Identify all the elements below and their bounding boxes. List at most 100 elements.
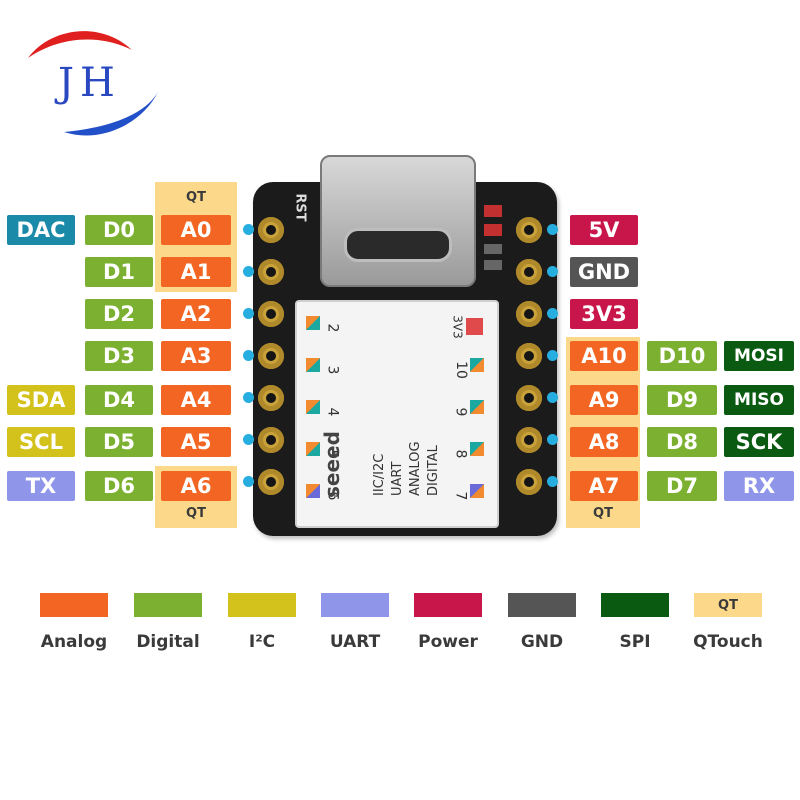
pin-connector-dot (243, 308, 254, 319)
legend-swatch-digital (134, 593, 202, 617)
chip-color-marker-icon (470, 484, 484, 498)
chip-pin-number: 4 (324, 407, 341, 417)
pin-connector-dot (547, 434, 558, 445)
pin-connector-dot (243, 392, 254, 403)
pin-label-gnd: GND (570, 257, 638, 287)
qt-label-left-top: QT (186, 190, 206, 205)
chip-legend-digital: DIGITAL (426, 445, 441, 496)
pin-label-3v3: 3V3 (570, 299, 638, 329)
pin-connector-dot (547, 476, 558, 487)
pin-pad (258, 385, 284, 411)
legend-label-spi: SPI (619, 632, 651, 652)
legend-swatch-qtouch: QT (694, 593, 762, 617)
chip-legend-uart: UART (390, 461, 405, 496)
power-indicator-icon (466, 318, 483, 335)
pin-label-analog: A6 (161, 471, 231, 501)
pin-label-analog: A3 (161, 341, 231, 371)
legend-label-qtouch: QTouch (693, 632, 763, 652)
pin-pad (516, 385, 542, 411)
pin-label-digital: D3 (85, 341, 153, 371)
pin-pad (258, 217, 284, 243)
pin-label-analog: A7 (570, 471, 638, 501)
chip-pin-number: 9 (452, 407, 469, 417)
legend-swatch-uart (321, 593, 389, 617)
pin-label-digital: D6 (85, 471, 153, 501)
pin-pad (516, 217, 542, 243)
pin-label-sck: SCK (724, 427, 794, 457)
rst-label: RST (292, 193, 308, 222)
chip-pin-number: 10 (452, 361, 469, 379)
pin-pad (516, 427, 542, 453)
pin-pad (516, 259, 542, 285)
pin-label-5v: 5V (570, 215, 638, 245)
pin-pad (516, 469, 542, 495)
pin-connector-dot (243, 224, 254, 235)
pin-connector-dot (547, 308, 558, 319)
chip-color-marker-icon (306, 400, 320, 414)
chip-pin-number: 3 (324, 365, 341, 375)
resistor-component-icon (484, 244, 502, 254)
chip-pin-number: 3V3 (450, 315, 465, 339)
legend-label-i2c: I²C (248, 632, 276, 652)
legend-label-gnd: GND (520, 632, 564, 652)
brand-logo: JH (20, 20, 160, 140)
usb-c-connector (320, 155, 476, 287)
chip-color-marker-icon (470, 358, 484, 372)
pin-label-mosi: MOSI (724, 341, 794, 371)
pin-connector-dot (547, 392, 558, 403)
pin-pad (258, 259, 284, 285)
pin-label-tx: TX (7, 471, 75, 501)
pin-label-digital: D10 (647, 341, 717, 371)
pin-connector-dot (547, 224, 558, 235)
pin-pad (516, 343, 542, 369)
pin-pad (258, 343, 284, 369)
pin-connector-dot (243, 350, 254, 361)
pin-label-analog: A0 (161, 215, 231, 245)
legend-label-analog: Analog (40, 632, 108, 652)
legend-label-digital: Digital (136, 632, 200, 652)
pin-label-digital: D8 (647, 427, 717, 457)
pin-connector-dot (243, 266, 254, 277)
chip-color-marker-icon (306, 442, 320, 456)
pin-label-rx: RX (724, 471, 794, 501)
legend-swatch-analog (40, 593, 108, 617)
resistor-component-icon (484, 260, 502, 270)
pin-label-analog: A9 (570, 385, 638, 415)
pin-label-scl: SCL (7, 427, 75, 457)
pin-connector-dot (547, 266, 558, 277)
pin-label-digital: D1 (85, 257, 153, 287)
chip-color-marker-icon (306, 316, 320, 330)
legend-qt-text: QT (718, 597, 738, 613)
chip-color-marker-icon (470, 442, 484, 456)
led-component-icon (484, 224, 502, 236)
pin-label-digital: D9 (647, 385, 717, 415)
pin-label-digital: D5 (85, 427, 153, 457)
pin-pad (258, 427, 284, 453)
pin-pad (258, 469, 284, 495)
legend-swatch-i2c (228, 593, 296, 617)
pin-connector-dot (243, 434, 254, 445)
chip-legend-i2c: IIC/I2C (372, 453, 387, 496)
pin-label-analog: A4 (161, 385, 231, 415)
pin-label-analog: A1 (161, 257, 231, 287)
pin-label-analog: A8 (570, 427, 638, 457)
pin-label-analog: A5 (161, 427, 231, 457)
led-component-icon (484, 205, 502, 217)
chip-pin-number: 7 (452, 491, 469, 501)
pin-label-analog: A2 (161, 299, 231, 329)
pin-label-digital: D0 (85, 215, 153, 245)
legend-swatch-power (414, 593, 482, 617)
chip-legend-analog: ANALOG (408, 441, 423, 496)
pin-label-miso: MISO (724, 385, 794, 415)
pin-label-dac: DAC (7, 215, 75, 245)
legend-swatch-gnd (508, 593, 576, 617)
pin-connector-dot (243, 476, 254, 487)
chip-color-marker-icon (470, 400, 484, 414)
brand-seeed: seeed (320, 431, 344, 498)
usb-c-port-icon (344, 228, 452, 262)
chip-color-marker-icon (306, 358, 320, 372)
pin-pad (258, 301, 284, 327)
qt-label-left-bottom: QT (186, 506, 206, 521)
pin-label-digital: D7 (647, 471, 717, 501)
legend-label-uart: UART (329, 632, 381, 652)
